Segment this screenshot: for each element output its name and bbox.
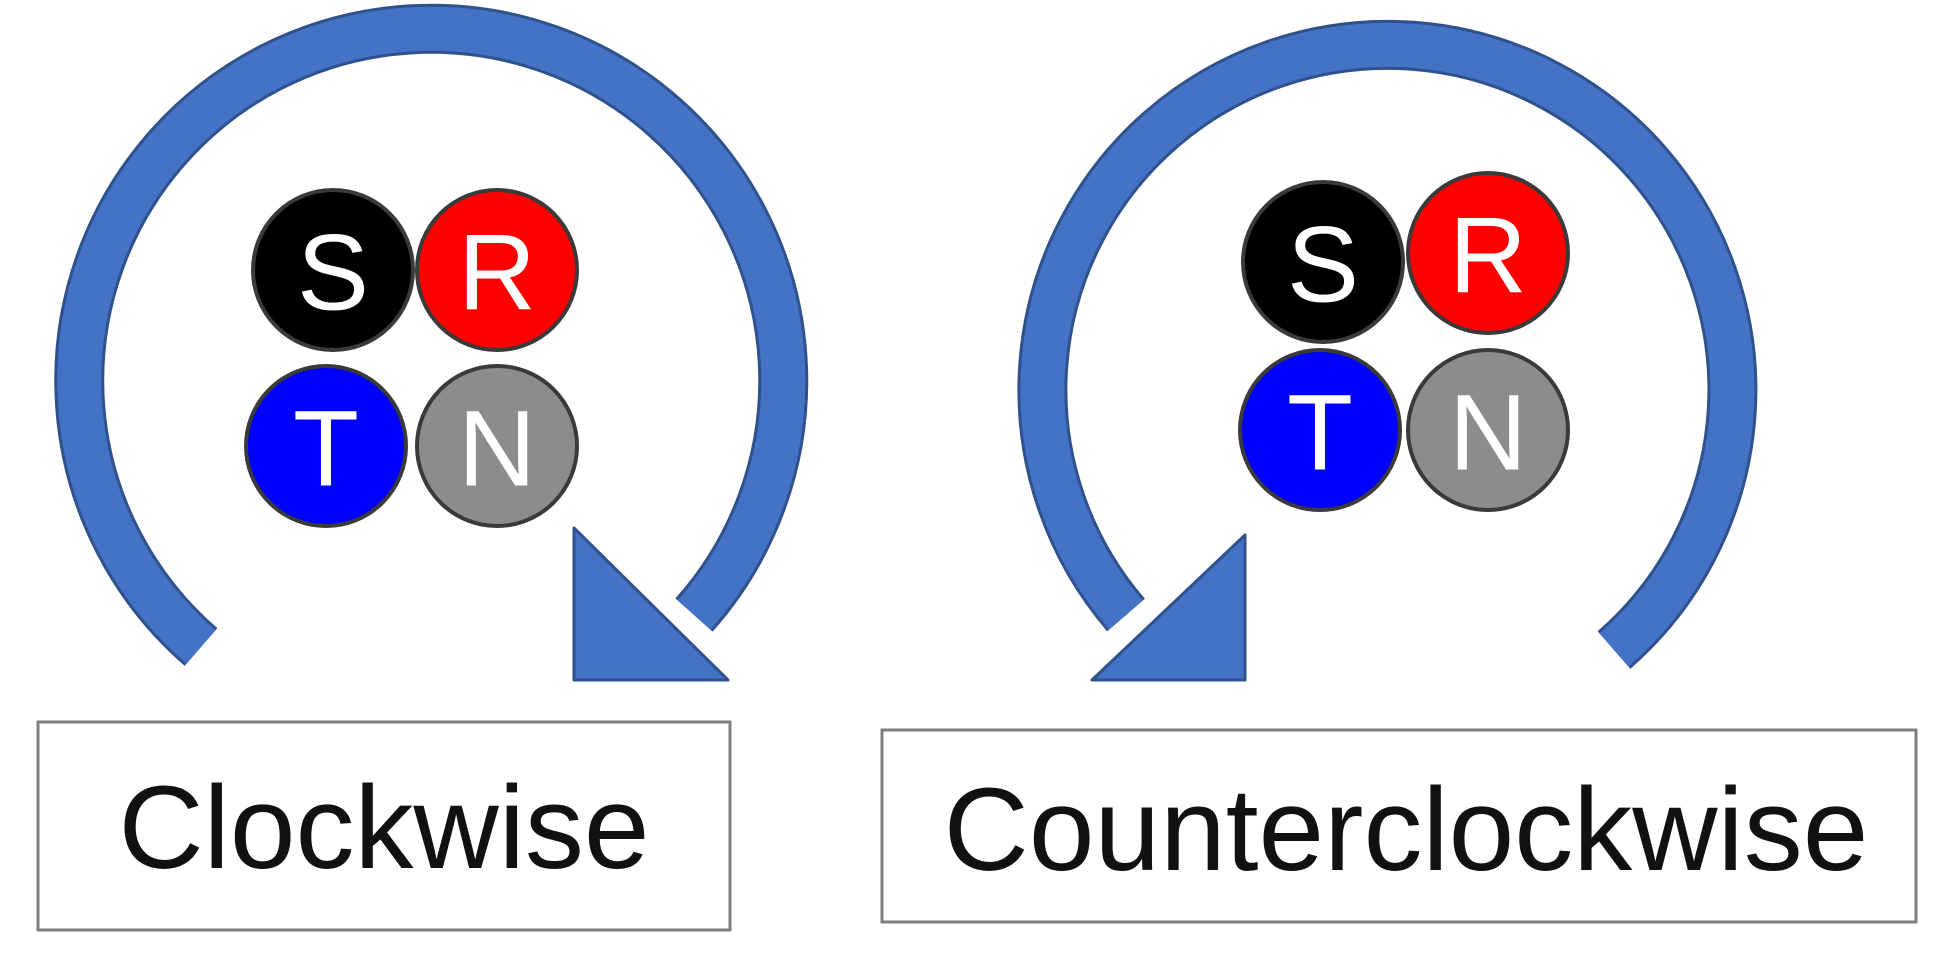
disc-t: T [244,364,408,528]
disc-s: S [251,188,415,352]
panel-clockwise: S R T N Clockwise [36,3,809,932]
disc-t: T [1238,348,1402,512]
disc-label-n: N [1449,372,1527,493]
caption-clockwise: Clockwise [118,762,649,894]
disc-label-s: S [297,212,369,333]
clockwise-arrow-icon [54,3,809,682]
caption-box-counterclockwise: Counterclockwise [880,728,1918,924]
disc-label-s: S [1287,204,1359,325]
disc-group: S R T N [244,188,579,528]
counterclockwise-arrow-icon [1017,19,1758,682]
caption-counterclockwise: Counterclockwise [944,764,1869,896]
disc-label-t: T [293,388,359,509]
disc-r: R [1406,171,1570,335]
disc-group: S R T N [1238,171,1570,512]
caption-box-clockwise: Clockwise [36,720,732,932]
disc-label-n: N [458,388,536,509]
disc-r: R [415,188,579,352]
disc-label-r: R [458,212,536,333]
disc-n: N [1406,348,1570,512]
disc-s: S [1241,180,1405,344]
disc-n: N [415,364,579,528]
disc-label-t: T [1287,372,1353,493]
panel-counterclockwise: S R T N Counterclockwise [880,19,1918,924]
disc-label-r: R [1449,195,1527,316]
